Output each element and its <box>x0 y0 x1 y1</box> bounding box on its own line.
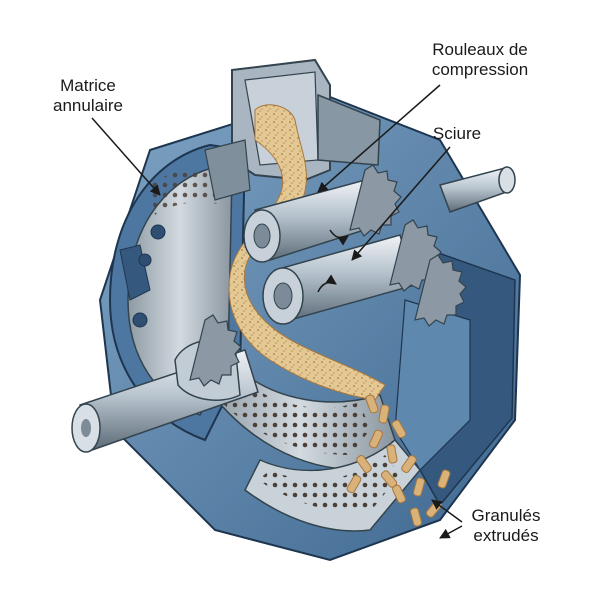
label-sciure-text: Sciure <box>432 124 482 143</box>
label-matrice-line2: annulaire <box>53 96 123 115</box>
main-shaft-left <box>71 314 259 453</box>
leader-lines <box>91 84 463 539</box>
label-matrice-line1: Matrice <box>60 76 116 95</box>
label-matrice-annulaire: Matrice annulaire <box>40 76 136 116</box>
label-rouleaux-line2: compression <box>431 60 529 79</box>
perforated-die-lower <box>203 369 421 532</box>
label-rouleaux-line1: Rouleaux de <box>432 40 528 59</box>
compression-rollers <box>243 164 467 327</box>
leader-sciure <box>351 146 451 261</box>
label-granules-extrudes: Granulés extrudés <box>462 506 550 546</box>
leader-matrice <box>91 117 161 196</box>
extruded-pellets <box>346 394 451 527</box>
label-sciure: Sciure <box>424 124 490 144</box>
leader-granules-1 <box>431 499 463 523</box>
label-granules-line2: extrudés <box>473 526 539 545</box>
drive-shaft-right <box>439 166 516 213</box>
label-rouleaux-compression: Rouleaux de compression <box>418 40 542 80</box>
leader-rouleaux <box>317 84 441 193</box>
leader-granules-2 <box>439 525 463 539</box>
label-granules-line1: Granulés <box>471 506 541 525</box>
